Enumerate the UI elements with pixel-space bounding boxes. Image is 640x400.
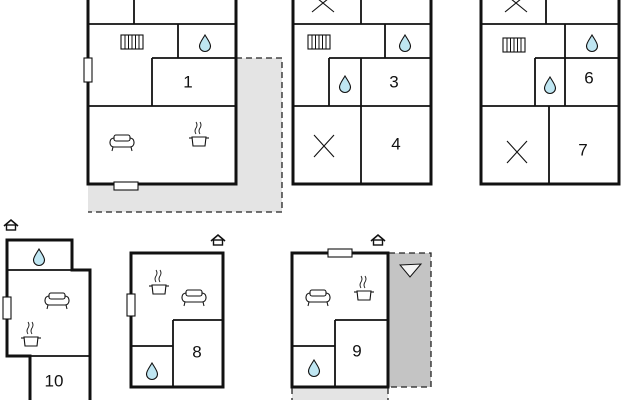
bed-cross-icon (506, 140, 528, 164)
unit-9: 9 (290, 234, 432, 400)
cooking-pot-icon (20, 321, 42, 347)
water-drop-icon (338, 75, 352, 94)
water-drop-icon (145, 362, 159, 381)
room-4-label: 4 (391, 134, 400, 153)
water-drop-icon (585, 34, 599, 53)
water-drop-icon (543, 76, 557, 95)
radiator-icon (307, 34, 331, 50)
unit-6-7: 6 7 (479, 0, 621, 186)
room-8-label: 8 (192, 342, 201, 361)
window-icon (2, 296, 12, 320)
radiator-icon (502, 37, 526, 53)
room-3-label: 3 (389, 72, 398, 91)
bed-cross-icon (313, 134, 335, 158)
terrace-outline-unit-9 (389, 252, 432, 388)
unit-8: 8 (126, 234, 226, 389)
unit-1: 1 (83, 0, 283, 213)
sofa-icon (109, 134, 135, 152)
water-drop-icon (198, 34, 212, 53)
terrace-unit-1 (88, 58, 282, 212)
house-icon (210, 234, 226, 246)
radiator-icon (120, 34, 144, 50)
terrace-outline-unit-9-bottom (291, 388, 389, 400)
cooking-pot-icon (148, 269, 170, 295)
window-icon (126, 293, 136, 317)
water-drop-icon (32, 248, 46, 267)
room-1-label: 1 (183, 72, 192, 91)
window-icon (113, 181, 139, 191)
sofa-icon (305, 289, 331, 307)
cooking-pot-icon (188, 121, 210, 147)
bed-cross-icon (311, 0, 335, 13)
room-9-label: 9 (352, 341, 361, 360)
north-arrow-icon (398, 263, 423, 278)
room-6-label: 6 (584, 68, 593, 87)
room-10-label: 10 (45, 371, 64, 390)
sofa-icon (181, 289, 207, 307)
unit-3-4: 3 4 (291, 0, 433, 186)
house-icon (370, 234, 386, 246)
unit-10: 10 (2, 219, 92, 400)
bed-cross-icon (504, 0, 528, 13)
room-7-label: 7 (578, 140, 587, 159)
window-icon (327, 248, 353, 258)
water-drop-icon (398, 34, 412, 53)
house-icon (3, 219, 19, 231)
water-drop-icon (307, 359, 321, 378)
window-icon (83, 57, 93, 83)
terrace-unit-9-bottom (292, 388, 388, 400)
cooking-pot-icon (353, 275, 375, 301)
sofa-icon (44, 292, 70, 310)
terrace-outline-unit-1 (88, 57, 283, 213)
